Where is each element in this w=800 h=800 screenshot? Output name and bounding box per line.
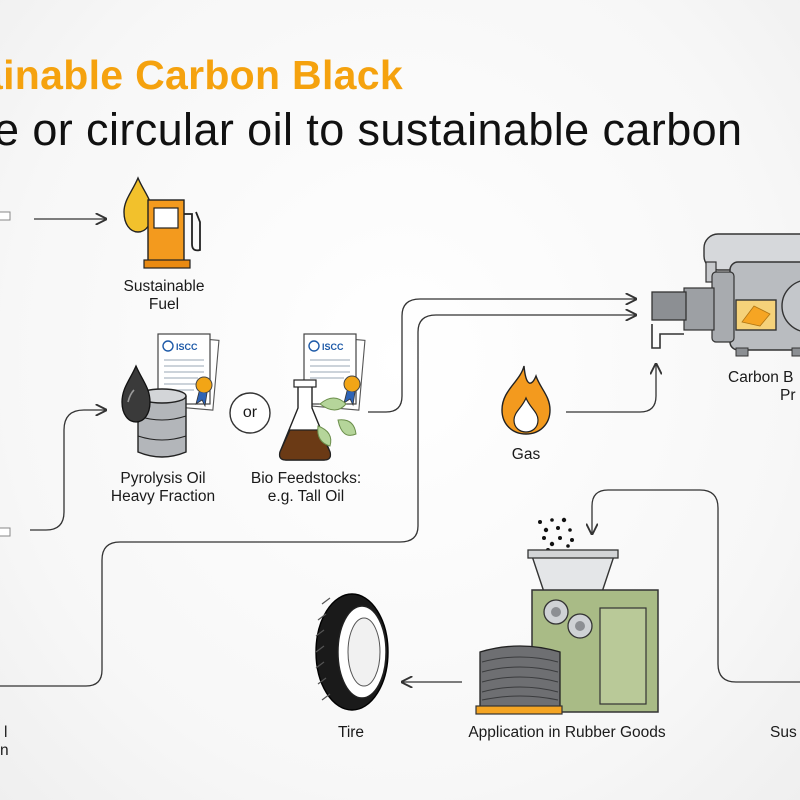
label-or: or [242,404,258,421]
source-stub-bottom [0,527,11,537]
label-pyrolysis-oil: Pyrolysis Oil Heavy Fraction [98,470,228,506]
label-sustainable-fuel-line-2: Fuel [148,296,180,313]
label-tire: Tire [337,724,365,741]
carbon-black-reactor-icon [651,233,800,357]
iscc-badge-text-1: ISCC [176,342,198,352]
rubber-mixing-machine-icon [475,549,659,715]
gas-flame-icon [501,365,551,435]
tire-icon [315,593,389,711]
title-line-2: e or circular oil to sustainable carbon [0,104,743,155]
label-carbon-black-process-line-1: Carbon B [728,369,794,386]
label-bottom-left-cropped: l n [0,724,14,760]
iscc-badge-text-2: ISCC [322,342,344,352]
carbon-black-particles [538,517,578,558]
label-gas: Gas [511,446,541,463]
arrow-carbon-black-to-hopper [592,489,800,683]
label-bottom-right-cropped: Sus [770,724,797,741]
source-stub-top [0,211,11,221]
label-bio-feedstocks-line-1: Bio Feedstocks: [250,470,362,487]
label-carbon-black-process: Carbon B Pr [728,369,800,405]
oil-barrel-icon [121,364,187,458]
or-circle [229,392,271,434]
label-pyrolysis-oil-line-2: Heavy Fraction [110,488,216,505]
label-application-rubber-goods: Application in Rubber Goods [468,724,666,741]
flow-lines [0,219,800,686]
label-carbon-black-process-line-2: Pr [780,387,796,404]
label-sustainable-fuel-line-1: Sustainable [123,278,205,295]
label-bio-feedstocks: Bio Feedstocks: e.g. Tall Oil [236,470,376,506]
arrow-to-pyrolysis-oil [30,410,106,531]
label-pyrolysis-oil-line-1: Pyrolysis Oil [120,470,206,487]
recycle-leaves-icon [317,397,357,447]
label-bottom-left-line-2: n [0,742,9,759]
title-line-1: ainable Carbon Black [0,52,403,98]
arrow-bio-to-process [368,299,636,413]
label-bio-feedstocks-line-2: e.g. Tall Oil [267,488,345,505]
label-sustainable-fuel: Sustainable Fuel [104,278,224,314]
label-bottom-left-line-1: l [4,724,8,741]
fuel-pump-icon [123,176,201,269]
arrow-gas-to-process [566,364,656,413]
flask-icon [278,379,332,461]
arrow-feedback-to-process [0,315,636,687]
